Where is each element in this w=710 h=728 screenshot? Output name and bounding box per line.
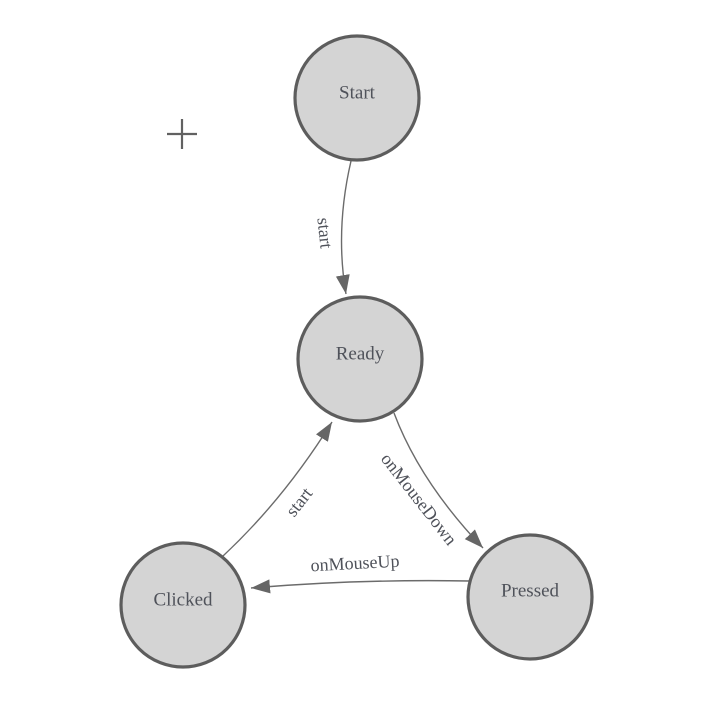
node-pressed-circle[interactable] bbox=[466, 533, 594, 661]
node-pressed-label: Pressed bbox=[501, 581, 560, 602]
edge-pressed-to-clicked[interactable] bbox=[250, 579, 470, 594]
edge-label-start-left: start bbox=[282, 484, 317, 521]
node-ready-label: Ready bbox=[336, 344, 385, 365]
node-pressed[interactable]: Pressed bbox=[466, 533, 594, 661]
node-start-circle[interactable] bbox=[293, 34, 421, 162]
node-clicked-circle[interactable] bbox=[119, 541, 247, 669]
node-ready-circle[interactable] bbox=[296, 295, 424, 423]
edge-start-to-ready[interactable] bbox=[335, 160, 352, 295]
edge-label-start-top: start bbox=[313, 217, 336, 250]
node-clicked-label: Clicked bbox=[153, 590, 213, 611]
node-clicked[interactable]: Clicked bbox=[119, 541, 247, 669]
node-ready[interactable]: Ready bbox=[296, 295, 424, 423]
node-start-label: Start bbox=[339, 83, 376, 104]
crosshair-plus-icon bbox=[167, 119, 197, 149]
edge-ready-to-pressed[interactable] bbox=[393, 412, 484, 549]
edge-clicked-to-ready[interactable] bbox=[222, 421, 333, 557]
node-start[interactable]: Start bbox=[293, 34, 421, 162]
edge-label-onmouseup: onMouseUp bbox=[310, 551, 400, 576]
